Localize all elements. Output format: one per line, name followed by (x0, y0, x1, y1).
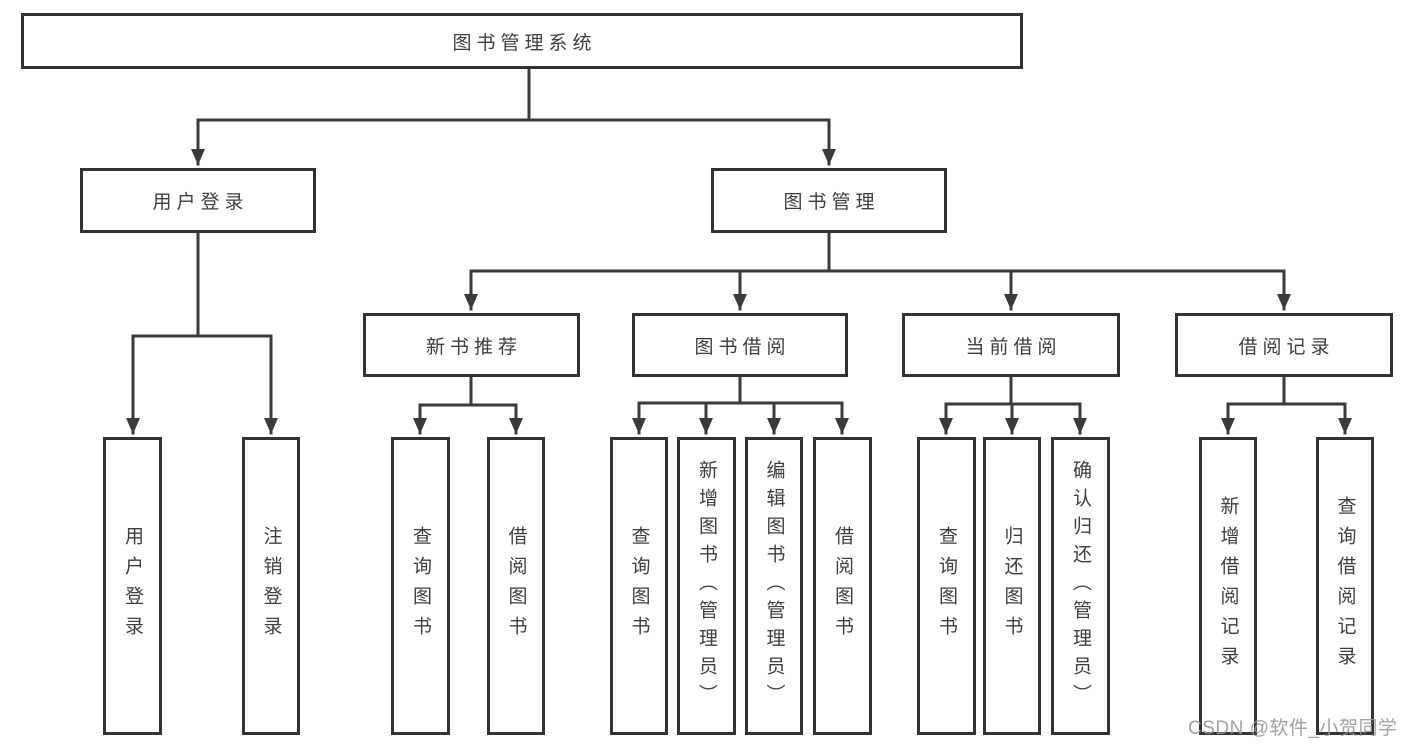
leaf-current-return: 归还图书 (983, 437, 1041, 735)
leaf-user-login: 用户登录 (103, 437, 162, 735)
node-book-management: 图书管理 (711, 168, 947, 233)
leaf-bookborrow-add-admin: 新增图书（管理员） (677, 437, 736, 735)
leaf-bookborrow-query: 查询图书 (610, 437, 668, 735)
node-root: 图书管理系统 (21, 13, 1023, 69)
node-user-login: 用户登录 (80, 168, 316, 233)
node-current-borrow: 当前借阅 (902, 313, 1120, 377)
leaf-records-add: 新增借阅记录 (1199, 437, 1257, 735)
leaf-bookborrow-edit-admin: 编辑图书（管理员） (745, 437, 803, 735)
leaf-newbooks-query: 查询图书 (391, 437, 450, 735)
node-new-book-recommend: 新书推荐 (363, 313, 580, 377)
csdn-watermark: CSDN @软件_小贺同学 (1188, 718, 1398, 739)
leaf-user-logout: 注销登录 (242, 437, 300, 735)
node-book-borrow: 图书借阅 (632, 313, 848, 377)
leaf-bookborrow-borrow: 借阅图书 (813, 437, 872, 735)
leaf-newbooks-borrow: 借阅图书 (487, 437, 545, 735)
node-borrow-records: 借阅记录 (1175, 313, 1393, 377)
leaf-current-confirm-admin: 确认归还（管理员） (1051, 437, 1110, 735)
leaf-records-query: 查询借阅记录 (1316, 437, 1374, 735)
leaf-current-query: 查询图书 (917, 437, 976, 735)
